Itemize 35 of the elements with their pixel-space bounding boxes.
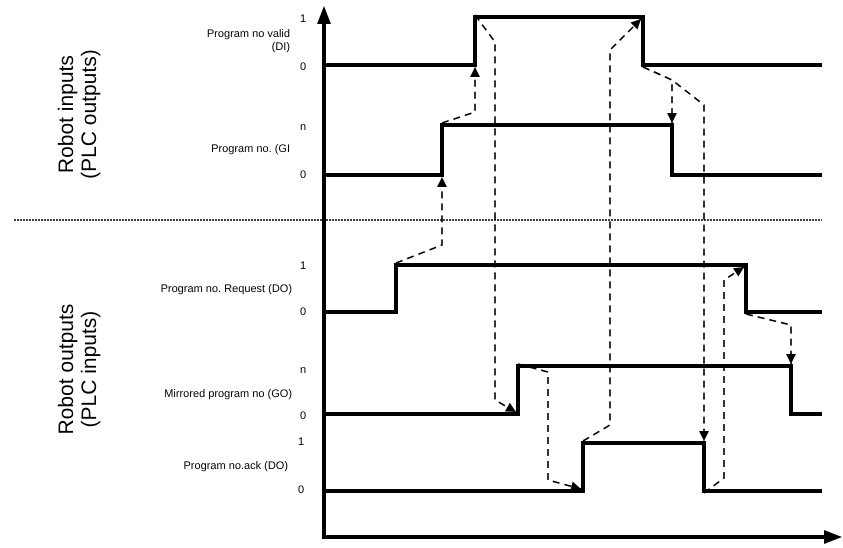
signal-name: Program no valid (DI) xyxy=(206,28,290,54)
signal-transition xyxy=(744,263,748,314)
dashed-arrow xyxy=(642,66,709,441)
signal-transition xyxy=(702,441,706,493)
signal-transition xyxy=(473,15,477,67)
signal-transition xyxy=(440,123,444,177)
level-value: 0 xyxy=(298,306,308,318)
level-value: n xyxy=(298,121,308,133)
level-value: 0 xyxy=(298,410,308,422)
dashed-arrow xyxy=(746,313,796,364)
level-value: 0 xyxy=(298,61,308,73)
level-value: 0 xyxy=(296,484,306,496)
dashed-arrow xyxy=(582,18,642,442)
signal-transition xyxy=(516,364,520,416)
dashed-arrow xyxy=(474,14,516,413)
group-label: Robot inputs (PLC outputs) xyxy=(54,48,102,181)
dashed-arrow xyxy=(396,177,447,264)
dashed-arrow xyxy=(704,266,744,494)
level-value: 1 xyxy=(298,13,308,25)
signal-name: Mirrored program no (GO) xyxy=(163,388,292,401)
signal-name: Program no. Request (DO) xyxy=(160,283,292,296)
level-value: 0 xyxy=(298,169,308,181)
signal-name: Program no. (GI xyxy=(210,143,290,156)
signal-transition xyxy=(670,123,674,177)
signal-transition xyxy=(581,441,585,493)
dashed-arrow xyxy=(518,363,582,492)
signal-name: Program no.ack (DO) xyxy=(182,460,288,473)
group-label: Robot outputs (PLC inputs) xyxy=(54,302,102,436)
level-value: n xyxy=(298,364,308,376)
signal-transition xyxy=(789,364,793,416)
signal-transition xyxy=(641,15,645,67)
signal-transition xyxy=(394,263,398,314)
dashed-arrow xyxy=(442,67,480,124)
level-value: 1 xyxy=(296,436,306,448)
level-value: 1 xyxy=(298,260,308,272)
